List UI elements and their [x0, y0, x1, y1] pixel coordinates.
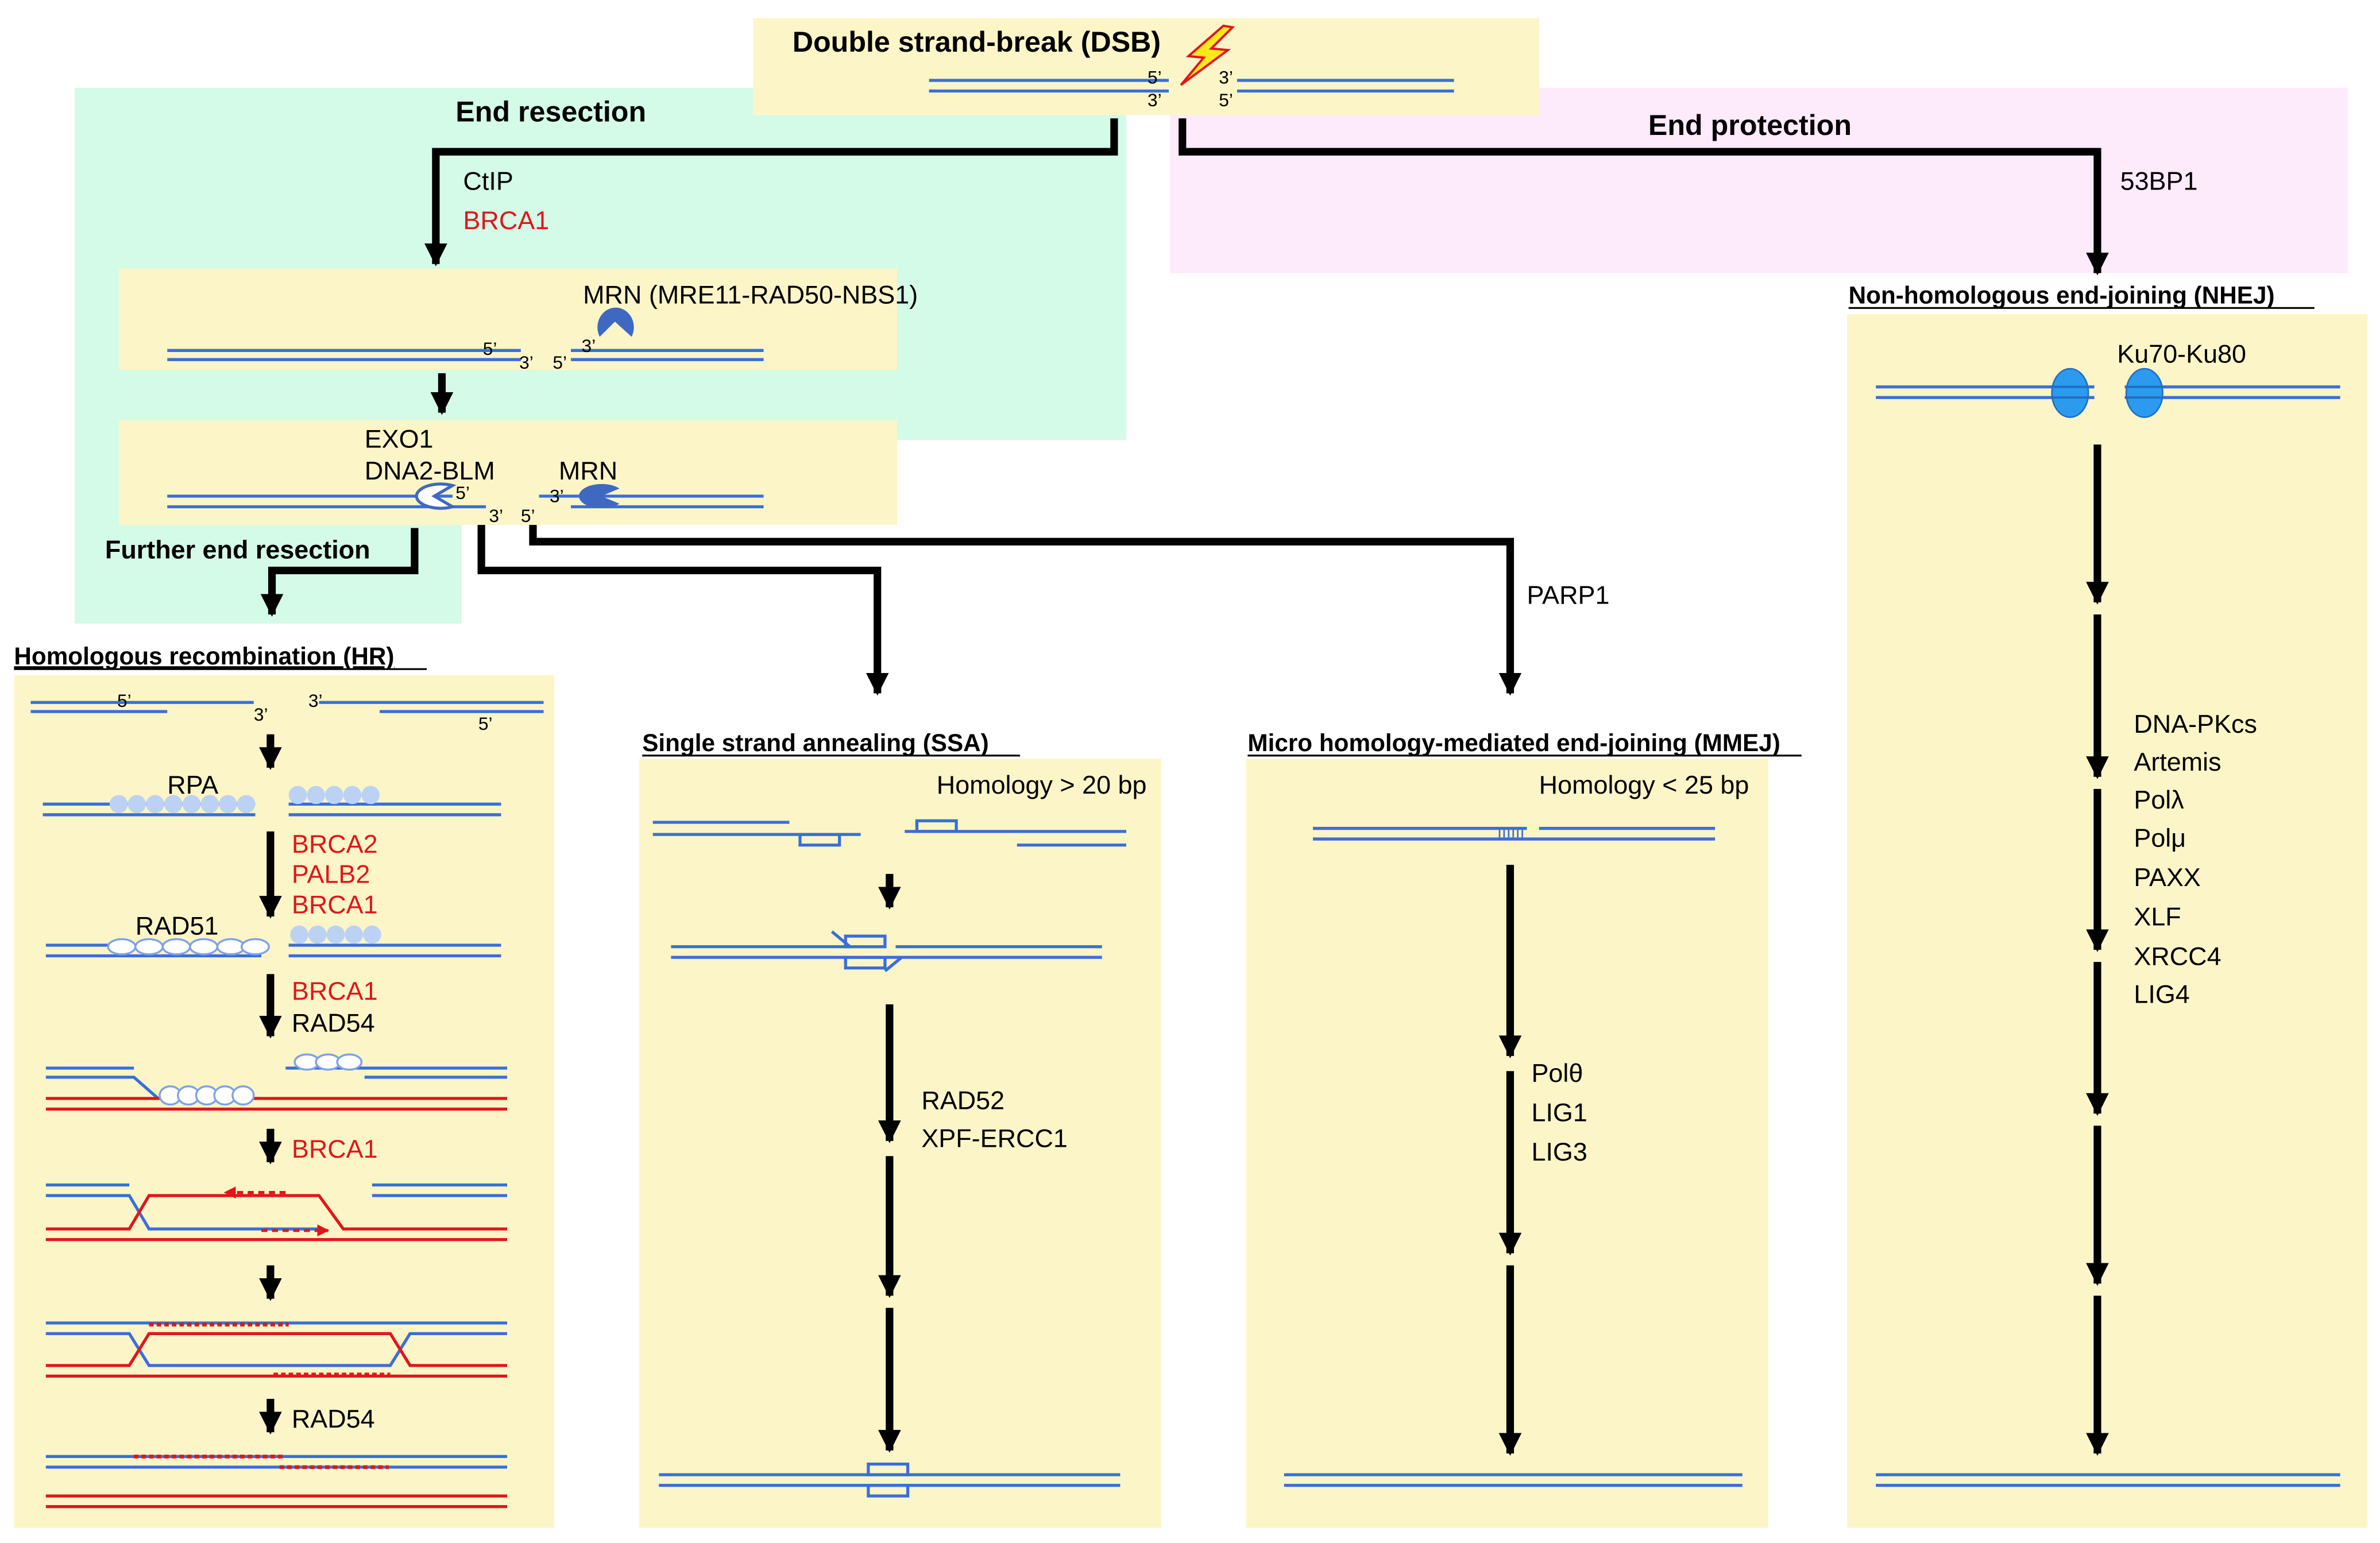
end-resection-title: End resection	[455, 95, 646, 127]
xpf-ercc1-label: XPF-ERCC1	[921, 1123, 1068, 1153]
dna2-blm-label: DNA2-BLM	[365, 456, 495, 485]
mrn-p3b: 3’	[582, 335, 596, 356]
rad51-filament	[107, 938, 270, 956]
ctip-label: CtIP	[463, 166, 513, 195]
pol-lambda-label: Polλ	[2134, 785, 2184, 814]
rpa-proteins-2	[290, 925, 381, 944]
dna-pkcs-label: DNA-PKcs	[2134, 709, 2257, 738]
xlf-label: XLF	[2134, 902, 2181, 931]
exo-p5: 5’	[455, 482, 470, 503]
mmej-title: Micro homology-mediated end-joining (MME…	[1247, 729, 1780, 756]
lightning-icon	[1180, 24, 1235, 86]
lig1-label: LIG1	[1531, 1098, 1587, 1127]
mmej-homology: Homology < 25 bp	[1539, 770, 1749, 799]
hr-dna-5	[45, 1183, 508, 1242]
lig4-label: LIG4	[2134, 979, 2189, 1008]
rpa-label: RPA	[167, 770, 218, 799]
exo-p3: 3’	[489, 505, 503, 526]
xrcc4-label: XRCC4	[2134, 941, 2221, 970]
brca1-label-hr2: BRCA1	[292, 976, 378, 1006]
rad52-label: RAD52	[921, 1085, 1004, 1115]
lig3-label: LIG3	[1531, 1137, 1587, 1166]
dsb-box	[753, 18, 1539, 115]
further-resection-label: Further end resection	[105, 535, 370, 564]
hr-panel	[14, 675, 554, 1528]
arrow-to-hr	[260, 528, 419, 617]
ssa-title: Single strand annealing (SSA)	[642, 729, 989, 756]
mrn-icon-2	[579, 484, 620, 509]
end-protection-title: End protection	[1648, 109, 1852, 141]
brca1-label-hr3: BRCA1	[292, 1134, 378, 1163]
palb2-label: PALB2	[292, 860, 370, 889]
hr-dna-7	[45, 1455, 508, 1509]
hr-p3-b: 3’	[308, 690, 323, 711]
hr-p5-a: 5’	[117, 690, 132, 711]
brca1-label-hr1: BRCA1	[292, 890, 378, 919]
brca1-label-resection: BRCA1	[463, 206, 549, 235]
mrn-short-label: MRN	[559, 456, 617, 485]
mrn-p5: 5’	[483, 338, 497, 359]
mrn-box-dna	[167, 349, 764, 361]
brca2-label: BRCA2	[292, 829, 378, 858]
dsb-5-left: 5’	[1148, 67, 1162, 87]
rad54-label-1: RAD54	[292, 1008, 375, 1038]
rad54-label-2: RAD54	[292, 1404, 375, 1433]
exo1-label: EXO1	[365, 424, 434, 453]
mrn-label: MRN (MRE11-RAD50-NBS1)	[583, 280, 918, 309]
ssa-dna-1	[652, 819, 1127, 847]
dsb-3-left: 3’	[1148, 90, 1162, 110]
arrow-to-mmej	[529, 525, 1522, 696]
dsb-title: Double strand-break (DSB)	[793, 26, 1161, 58]
ssa-dna-2	[671, 930, 1102, 972]
arrow-to-resection	[424, 118, 1118, 266]
mrn-complex-icon	[597, 307, 634, 337]
mrn-p5b: 5’	[552, 352, 567, 373]
mmej-dna-final	[1284, 1473, 1742, 1487]
mmej-microhomology	[1498, 828, 1523, 840]
exo-p3b: 3’	[550, 486, 564, 506]
hr-p5-b: 5’	[478, 713, 493, 734]
mrn-p3: 3’	[519, 352, 534, 373]
end-resection-region	[75, 88, 1127, 440]
paxx-label: PAXX	[2134, 863, 2201, 892]
ssa-dna-final	[659, 1462, 1121, 1498]
ku-label: Ku70-Ku80	[2117, 339, 2246, 368]
exo-box	[118, 420, 898, 525]
ssa-homology: Homology > 20 bp	[937, 770, 1147, 799]
rad51-label: RAD51	[136, 911, 219, 941]
nhej-dna-final	[1876, 1473, 2340, 1487]
ssa-panel	[639, 759, 1161, 1528]
dsb-5-right: 5’	[1219, 90, 1233, 110]
pol-mu-label: Polμ	[2134, 823, 2186, 852]
arrow-to-protection	[1179, 118, 2109, 276]
ku-proteins-icon	[2051, 368, 2163, 418]
hr-title: Homologous recombination (HR)	[14, 643, 394, 670]
nhej-title: Non-homologous end-joining (NHEJ)	[1849, 281, 2275, 308]
exo-p5b: 5’	[521, 505, 535, 526]
53bp1-label: 53BP1	[2120, 166, 2198, 195]
dsb-dna	[929, 79, 1454, 93]
rad51-filament-2	[159, 1053, 363, 1106]
nhej-panel	[1847, 314, 2368, 1528]
mrn-box	[118, 268, 898, 370]
hr-p3-a: 3’	[254, 704, 268, 725]
hr-dna-1	[30, 701, 544, 713]
arrow-to-ssa	[477, 525, 889, 696]
end-protection-region	[1170, 88, 2348, 273]
dsb-3-right: 3’	[1219, 67, 1233, 87]
dna2-blm-icon	[415, 482, 457, 510]
rpa-proteins	[109, 786, 380, 814]
polq-label: Polθ	[1531, 1058, 1583, 1088]
parp1-label: PARP1	[1527, 581, 1610, 610]
artemis-label: Artemis	[2134, 747, 2221, 776]
